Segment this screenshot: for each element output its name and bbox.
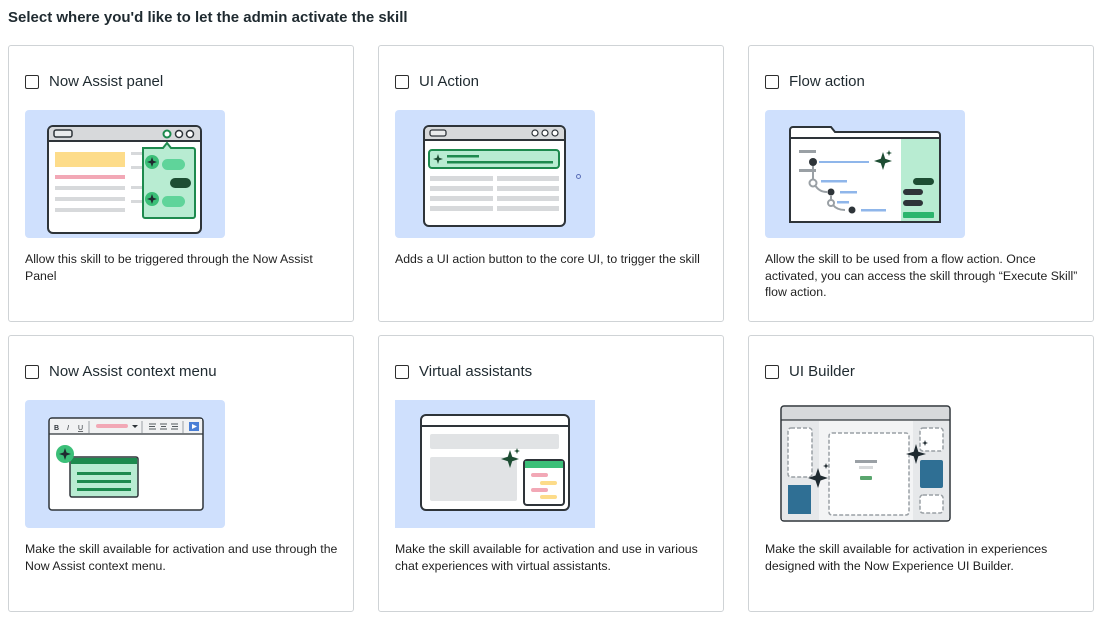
decorative-dot [576,174,581,179]
ui-action-option[interactable]: UI Action [395,73,479,90]
option-card-flow-action: Flow action Allow the skill to be used f… [748,45,1094,322]
ui-builder-option[interactable]: UI Builder [765,363,855,380]
flow-action-option[interactable]: Flow action [765,73,865,90]
virtual-assistants-checkbox[interactable] [395,364,409,379]
virtual-assistants-option[interactable]: Virtual assistants [395,363,532,380]
now-assist-panel-illustration [25,110,225,238]
option-card-virtual-assistants: Virtual assistants Make the skill availa… [378,335,724,612]
ui-action-label: UI Action [419,73,480,90]
bold-button: B [54,425,59,432]
virtual-assistants-description: Make the skill available for activation … [395,542,698,573]
ui-action-description: Adds a UI action button to the core UI, … [395,252,700,266]
now-assist-panel-label: Now Assist panel [49,73,164,90]
ui-action-illustration [395,110,595,238]
ui-builder-label: UI Builder [789,363,855,380]
underline-button: U [78,425,83,432]
ui-action-checkbox[interactable] [395,74,409,89]
ui-builder-checkbox[interactable] [765,364,779,379]
ui-builder-description: Make the skill available for activation … [765,542,1048,573]
flow-action-label: Flow action [789,73,865,90]
option-card-now-assist-panel: Now Assist panel Allow this skill to be … [8,45,354,322]
option-card-ui-action: UI Action Adds a UI action button to the… [378,45,724,322]
page-title: Select where you'd like to let the admin… [8,9,408,26]
now-assist-panel-option[interactable]: Now Assist panel [25,73,163,90]
flow-action-illustration [765,110,965,238]
now-assist-context-menu-label: Now Assist context menu [49,363,217,380]
italic-button: I [67,425,69,432]
now-assist-context-menu-description: Make the skill available for activation … [25,542,338,573]
virtual-assistants-illustration [395,400,595,528]
flow-action-checkbox[interactable] [765,74,779,89]
now-assist-panel-description: Allow this skill to be triggered through… [25,252,313,283]
virtual-assistants-label: Virtual assistants [419,363,533,380]
now-assist-panel-checkbox[interactable] [25,74,39,89]
now-assist-context-menu-option[interactable]: Now Assist context menu [25,363,217,380]
now-assist-context-menu-checkbox[interactable] [25,364,39,379]
option-card-now-assist-context-menu: Now Assist context menu B I U Make the s… [8,335,354,612]
now-assist-context-menu-illustration: B I U [25,400,225,528]
ui-builder-illustration [780,405,951,522]
option-card-ui-builder: UI Builder Make the skill available for … [748,335,1094,612]
flow-action-description: Allow the skill to be used from a flow a… [765,252,1078,299]
